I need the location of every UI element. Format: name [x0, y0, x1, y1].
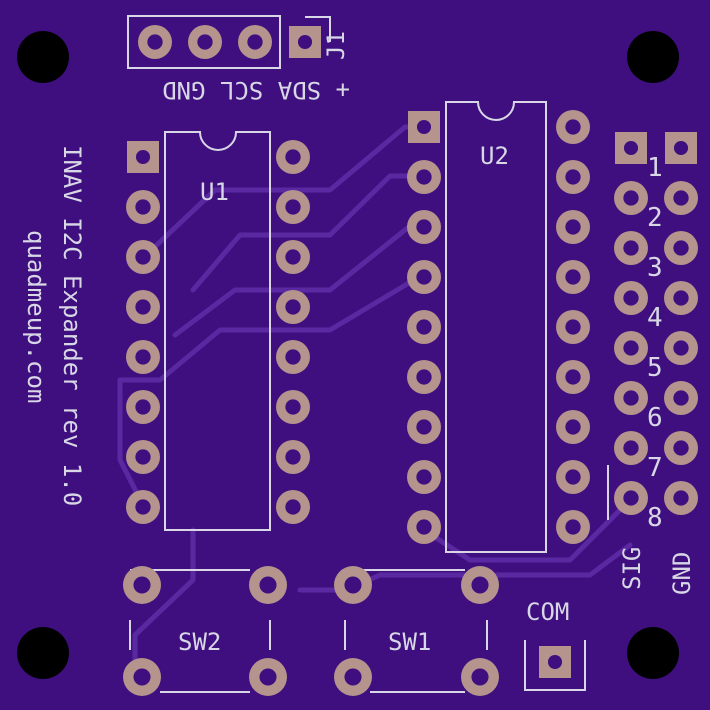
sig-pad-hole	[623, 390, 639, 406]
u2-pin-hole	[565, 269, 581, 285]
gnd-pad-square-hole	[673, 140, 689, 156]
u1-pin-hole	[285, 449, 301, 465]
u2-pin-square-hole	[416, 119, 432, 135]
u2-pin-hole	[416, 169, 432, 185]
com-pad-hole	[547, 654, 563, 670]
mount-hole-top-left	[17, 31, 69, 83]
u2-pin-hole	[565, 119, 581, 135]
sw1-pad-hole	[471, 668, 489, 686]
j1-outline	[127, 15, 281, 69]
u2-pin-hole	[565, 169, 581, 185]
row-numbers: 1 2 3 4 5 6 7 8	[647, 153, 663, 533]
gnd-pad-hole	[673, 290, 689, 306]
u2-outline	[445, 101, 547, 553]
gnd-pad-hole	[673, 390, 689, 406]
u1-pin-hole	[135, 299, 151, 315]
u2-pin-hole	[565, 319, 581, 335]
gnd-pad-hole	[673, 340, 689, 356]
sig-label: SIG	[618, 547, 646, 590]
j1-pin-labels: + SDA SCL GND	[162, 76, 350, 104]
mount-hole-bottom-right	[627, 627, 679, 679]
u1-outline	[164, 131, 271, 531]
u2-label: U2	[480, 142, 509, 170]
sw2-pad-hole	[259, 668, 277, 686]
com-label: COM	[526, 598, 569, 626]
gnd-pad-hole	[673, 490, 689, 506]
sw1-pad-hole	[344, 668, 362, 686]
j1-pad-hole	[247, 34, 263, 50]
mount-hole-top-right	[627, 31, 679, 83]
u1-label: U1	[200, 178, 229, 206]
u1-pin-hole	[135, 399, 151, 415]
sw1-pad-hole	[471, 576, 489, 594]
u1-pin-hole	[285, 399, 301, 415]
sw2-pad-hole	[259, 576, 277, 594]
u2-pin-hole	[416, 419, 432, 435]
u1-pin-hole	[285, 249, 301, 265]
j1-corner-mark	[305, 16, 331, 42]
u1-pin-hole	[285, 299, 301, 315]
u2-pin-hole	[416, 369, 432, 385]
u2-pin-hole	[565, 369, 581, 385]
com-outline	[524, 640, 586, 691]
sw1-pad-hole	[344, 576, 362, 594]
sw2-pad-hole	[133, 576, 151, 594]
gnd-pad-hole	[673, 440, 689, 456]
row-number-7: 7	[647, 453, 663, 483]
u1-pin-hole	[135, 499, 151, 515]
row-number-2: 2	[647, 203, 663, 233]
u2-pin-hole	[565, 419, 581, 435]
u1-pin-hole	[285, 199, 301, 215]
u1-pin-hole	[135, 349, 151, 365]
gnd-label: GND	[668, 552, 696, 595]
sw1-label: SW1	[388, 628, 431, 656]
silkscreen	[127, 15, 609, 693]
sig-pad-hole	[623, 440, 639, 456]
j1-pad-hole	[147, 34, 163, 50]
u2-pin-hole	[416, 519, 432, 535]
gnd-pad-hole	[673, 190, 689, 206]
u2-pin-hole	[416, 219, 432, 235]
sig-pad-hole	[623, 490, 639, 506]
gnd-pad-hole	[673, 240, 689, 256]
u1-pin-square-hole	[135, 149, 151, 165]
sig-pad-square-hole	[623, 140, 639, 156]
row-number-3: 3	[647, 253, 663, 283]
u2-pin-hole	[565, 519, 581, 535]
row-number-6: 6	[647, 403, 663, 433]
u2-pin-hole	[416, 319, 432, 335]
j1-label: J1	[322, 31, 350, 60]
side-url: quadmeup.com	[22, 230, 50, 403]
u1-pin-hole	[285, 499, 301, 515]
row-number-4: 4	[647, 303, 663, 333]
sw2-pad-hole	[133, 668, 151, 686]
sig-pad-hole	[623, 290, 639, 306]
mount-hole-bottom-left	[17, 627, 69, 679]
sig-pad-hole	[623, 240, 639, 256]
pads	[123, 25, 698, 696]
side-title: INAV I2C Expander rev 1.0	[58, 145, 86, 506]
mounting-holes	[17, 31, 679, 679]
sig-pad-hole	[623, 190, 639, 206]
row-number-5: 5	[647, 353, 663, 383]
u2-pin-hole	[565, 469, 581, 485]
u1-pin-hole	[285, 349, 301, 365]
u2-pin-hole	[565, 219, 581, 235]
j1-pad-square-hole	[297, 34, 313, 50]
u1-pin-hole	[285, 149, 301, 165]
u1-pin-hole	[135, 449, 151, 465]
row-number-1: 1	[647, 153, 663, 183]
u2-pin-hole	[416, 469, 432, 485]
j1-pad-hole	[197, 34, 213, 50]
u2-pin-hole	[416, 269, 432, 285]
row-number-8: 8	[647, 503, 663, 533]
sw2-label: SW2	[178, 628, 221, 656]
u1-pin-hole	[135, 199, 151, 215]
u1-pin-hole	[135, 249, 151, 265]
sig-pad-hole	[623, 340, 639, 356]
